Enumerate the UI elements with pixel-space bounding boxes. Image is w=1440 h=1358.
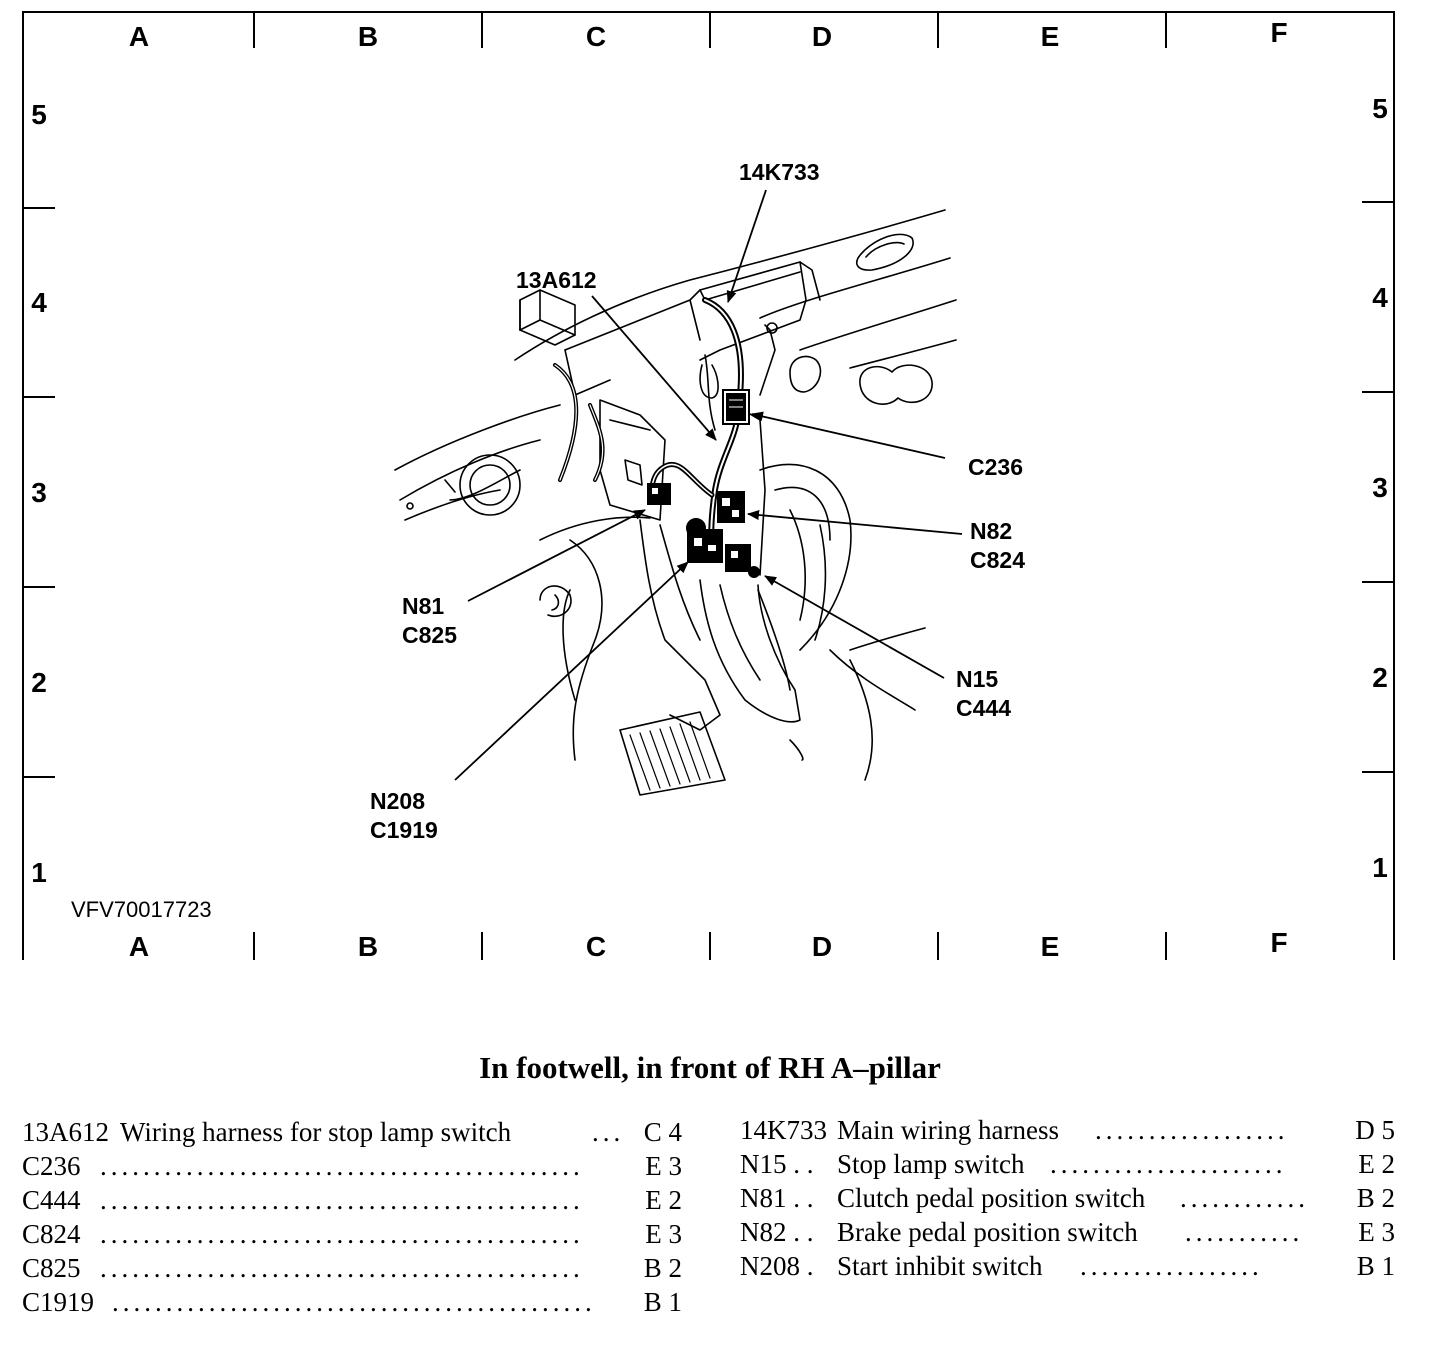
col-label-top: C (586, 21, 606, 52)
connectors (647, 389, 760, 578)
legend-leader: ................. (1080, 1251, 1263, 1281)
legend-ref: E 2 (645, 1185, 682, 1215)
legend-ref: E 2 (1358, 1149, 1395, 1179)
legend-leader: ........................................… (100, 1151, 584, 1181)
legend-desc: Stop lamp switch (837, 1149, 1025, 1179)
row-label-right: 2 (1372, 662, 1388, 693)
legend-code: C236 (22, 1151, 81, 1181)
legend-row: N81 . . Clutch pedal position switch ...… (740, 1181, 1395, 1215)
legend-desc: Start inhibit switch (837, 1251, 1043, 1281)
callout-n82: N82 (970, 518, 1012, 544)
legend-code: C444 (22, 1185, 81, 1215)
legend-ref: B 1 (1356, 1251, 1395, 1281)
diagram-frame (22, 11, 1395, 960)
legend-row: C236 ...................................… (22, 1149, 682, 1183)
legend-code: 13A612 (22, 1117, 109, 1147)
legend-leader: .................. (1095, 1115, 1289, 1145)
leader-lines (454, 189, 963, 781)
legend-row: C444 ...................................… (22, 1183, 682, 1217)
legend-code: N81 . . (740, 1183, 814, 1213)
diagram-caption: In footwell, in front of RH A–pillar (479, 1050, 941, 1085)
col-label-top: A (129, 21, 149, 52)
row-label-left: 3 (31, 477, 47, 508)
legend-leader: ... (592, 1117, 625, 1147)
location-diagram: A B C D E F A B C D E F 5 4 3 2 1 5 4 3 … (22, 11, 1395, 960)
row-label-left: 4 (31, 287, 47, 318)
grid-ticks (23, 12, 1394, 960)
legend-code: N15 . . (740, 1149, 814, 1179)
callout-c236: C236 (968, 454, 1023, 480)
col-label-bottom: E (1041, 931, 1060, 960)
callout-n81: N81 (402, 593, 444, 619)
callout-c825: C825 (402, 622, 457, 648)
legend-ref: E 3 (1358, 1217, 1395, 1247)
legend-code: N208 . (740, 1251, 814, 1281)
callout-14k733: 14K733 (739, 159, 820, 185)
row-label-left: 2 (31, 667, 47, 698)
legend-leader: ........................................… (100, 1185, 584, 1215)
legend-ref: C 4 (643, 1117, 682, 1147)
callout-n15: N15 (956, 666, 998, 692)
row-label-right: 1 (1372, 852, 1388, 883)
callout-c824: C824 (970, 547, 1025, 573)
legend-row: C824 ...................................… (22, 1217, 682, 1251)
legend-desc: Brake pedal position switch (837, 1217, 1138, 1247)
row-label-right: 3 (1372, 472, 1388, 503)
legend-row: 14K733 Main wiring harness .............… (740, 1113, 1395, 1147)
callout-c1919: C1919 (370, 817, 438, 843)
callout-13a612: 13A612 (516, 267, 597, 293)
col-label-bottom: D (812, 931, 832, 960)
legend-right: 14K733 Main wiring harness .............… (740, 1113, 1400, 1293)
figure-id: VFV70017723 (71, 897, 212, 922)
col-label-top: F (1270, 17, 1287, 48)
legend-left: 13A612 Wiring harness for stop lamp swit… (22, 1115, 682, 1325)
legend-leader: ........... (1185, 1217, 1304, 1247)
legend-leader: ........................................… (100, 1219, 584, 1249)
legend-row: N82 . . Brake pedal position switch ....… (740, 1215, 1395, 1249)
legend-leader: ........................................… (100, 1253, 584, 1283)
col-label-top: E (1041, 21, 1060, 52)
legend-code: N82 . . (740, 1217, 814, 1247)
col-label-bottom: F (1270, 927, 1287, 958)
legend-ref: B 2 (643, 1253, 682, 1283)
legend-ref: D 5 (1355, 1115, 1395, 1145)
col-label-bottom: A (129, 931, 149, 960)
legend-ref: E 3 (645, 1151, 682, 1181)
legend-row: C1919 ..................................… (22, 1285, 682, 1319)
legend-ref: B 1 (643, 1287, 682, 1317)
col-label-top: B (358, 21, 378, 52)
legend-row: N15 . . Stop lamp switch ...............… (740, 1147, 1395, 1181)
row-label-right: 5 (1372, 93, 1388, 124)
legend-leader: ........................................… (112, 1287, 596, 1317)
legend-ref: B 2 (1356, 1183, 1395, 1213)
legend-code: C1919 (22, 1287, 95, 1317)
legend-row: 13A612 Wiring harness for stop lamp swit… (22, 1115, 682, 1149)
footwell-illustration (394, 209, 957, 796)
row-label-left: 5 (31, 99, 47, 130)
legend-leader: ............ (1180, 1183, 1309, 1213)
legend-desc: Wiring harness for stop lamp switch (120, 1117, 512, 1147)
legend-row: C825 ...................................… (22, 1251, 682, 1285)
row-label-left: 1 (31, 857, 47, 888)
legend-code: C824 (22, 1219, 81, 1249)
col-label-bottom: C (586, 931, 606, 960)
row-label-right: 4 (1372, 282, 1388, 313)
callout-n208: N208 (370, 788, 425, 814)
legend-row: N208 . Start inhibit switch ............… (740, 1249, 1395, 1283)
legend-leader: ...................... (1050, 1149, 1287, 1179)
legend-code: C825 (22, 1253, 81, 1283)
legend-desc: Main wiring harness (837, 1115, 1059, 1145)
callout-c444: C444 (956, 695, 1011, 721)
legend-code: 14K733 (740, 1115, 827, 1145)
col-label-bottom: B (358, 931, 378, 960)
legend-ref: E 3 (645, 1219, 682, 1249)
legend-desc: Clutch pedal position switch (837, 1183, 1146, 1213)
col-label-top: D (812, 21, 832, 52)
